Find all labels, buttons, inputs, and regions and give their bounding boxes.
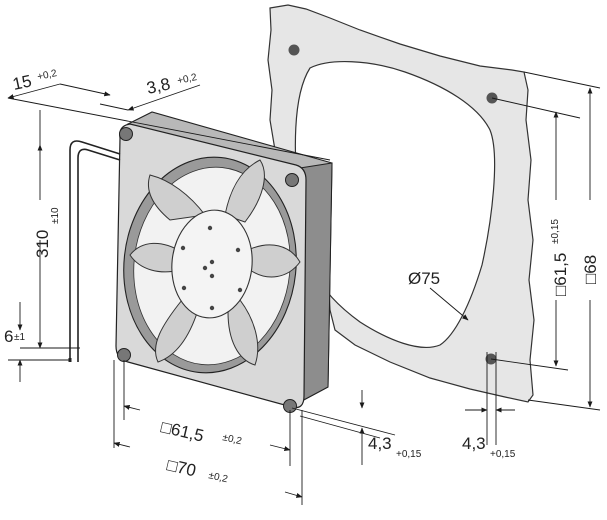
fan-mount-holes [117, 127, 299, 413]
dim-61-5-bottom-tol: ±0,2 [221, 432, 243, 447]
dim-68-value: □68 [581, 255, 600, 284]
fan-wires [68, 140, 121, 362]
hub-dots [180, 225, 243, 311]
dim-61-5-right-value: □61,5 [551, 253, 570, 296]
dim-310-tol: ±10 [50, 207, 61, 224]
dim-15-tol: +0,2 [36, 68, 58, 83]
dim-310-value: 310 [33, 230, 52, 258]
dim-15-value: 15 [11, 71, 33, 94]
fan-body [115, 111, 333, 413]
dim-4-3-right-tol: +0,15 [490, 449, 516, 460]
dim-61-5-bottom-value: □61,5 [159, 417, 206, 445]
dim-4-3-left-value: 4,3 [368, 434, 392, 453]
dim-75-value: Ø75 [408, 269, 440, 288]
dim-70-value: □70 [165, 455, 198, 480]
dim-4-3-right-value: 4,3 [462, 434, 486, 453]
dim-4-3-left-tol: +0,15 [396, 449, 422, 460]
dim-61-5-right-tol: ±0,15 [550, 219, 561, 244]
dimension-lines [7, 71, 601, 505]
dim-3-8-tol: +0,2 [176, 72, 198, 87]
dimension-labels: 15 +0,2 3,8 +0,2 310 ±10 6 ±1 □61,5 ±0,2… [4, 68, 600, 485]
dim-6-value: 6 [4, 327, 13, 346]
dim-70-tol: ±0,2 [207, 470, 229, 485]
dim-3-8-value: 3,8 [145, 74, 172, 97]
gasket-hole-top-left [288, 44, 300, 56]
fan-blades [129, 159, 301, 366]
dim-6-tol: ±1 [14, 332, 25, 343]
